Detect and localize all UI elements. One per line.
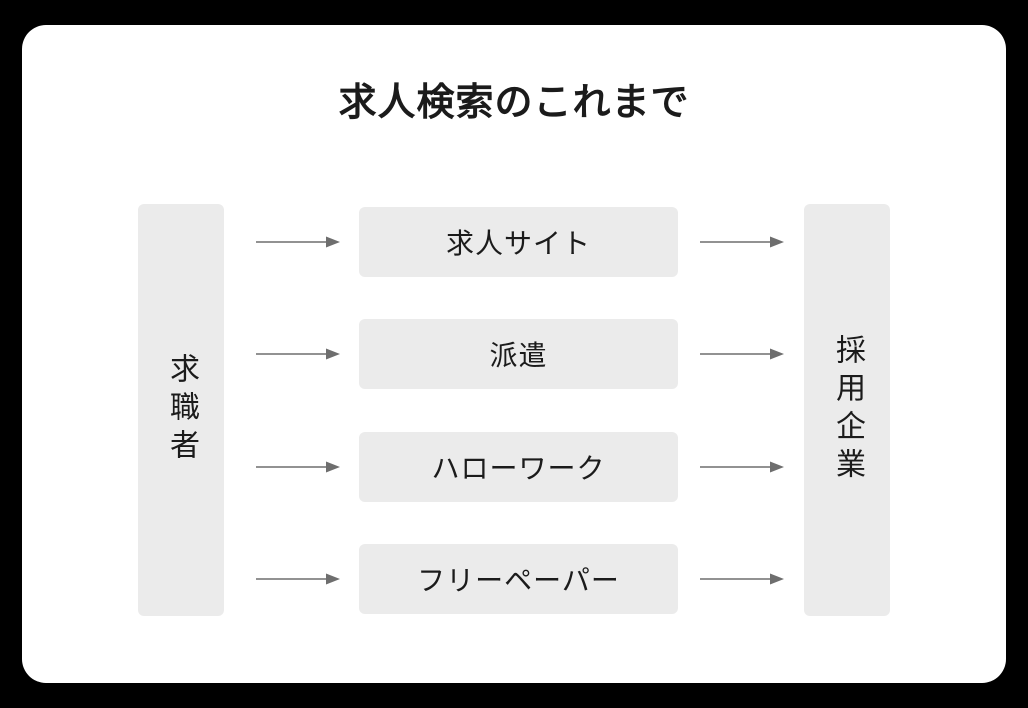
flow-diagram: 求職者 採用企業 求人サイト 派遣 ハローワーク フリーペーパー [22, 25, 1006, 683]
channel-box-job-site: 求人サイト [359, 207, 678, 277]
slide-card: 求人検索のこれまで 求職者 採用企業 求人サイト 派遣 ハローワーク フリーペー… [22, 25, 1006, 683]
channel-box-haken: 派遣 [359, 319, 678, 389]
channel-label: ハローワーク [431, 453, 606, 484]
job-seeker-column: 求職者 [138, 204, 224, 616]
channel-label: 求人サイト [445, 228, 591, 259]
arrow-right-icon [256, 459, 340, 475]
arrow-right-icon [700, 346, 784, 362]
hiring-company-label: 採用企業 [831, 334, 864, 486]
arrow-right-icon [256, 234, 340, 250]
arrow-right-icon [700, 234, 784, 250]
channel-label: 派遣 [489, 340, 548, 371]
channel-box-free-paper: フリーペーパー [359, 544, 678, 614]
page-title: 求人検索のこれまで [338, 82, 690, 124]
channel-box-hello-work: ハローワーク [359, 432, 678, 502]
arrow-right-icon [700, 571, 784, 587]
hiring-company-column: 採用企業 [804, 204, 890, 616]
arrow-right-icon [700, 459, 784, 475]
arrow-right-icon [256, 346, 340, 362]
job-seeker-label: 求職者 [165, 353, 198, 467]
arrow-right-icon [256, 571, 340, 587]
channel-label: フリーペーパー [417, 565, 620, 596]
